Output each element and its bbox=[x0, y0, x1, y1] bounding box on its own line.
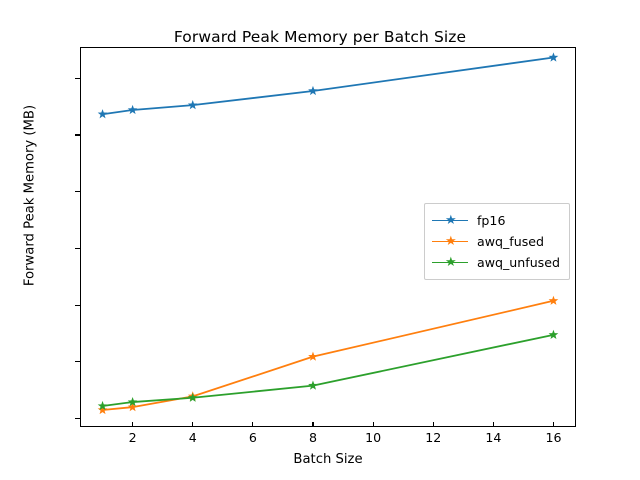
y-tick-mark bbox=[74, 77, 80, 79]
legend-label: fp16 bbox=[477, 213, 506, 228]
x-tick-mark bbox=[252, 421, 254, 427]
legend-star-icon: ★ bbox=[445, 212, 457, 228]
x-tick-mark bbox=[492, 421, 494, 427]
legend-star-icon: ★ bbox=[445, 254, 457, 270]
legend-line-icon bbox=[432, 219, 468, 222]
legend-line-icon bbox=[432, 261, 468, 264]
x-tick-label: 4 bbox=[188, 430, 197, 445]
legend-line-icon bbox=[432, 240, 468, 243]
y-tick-mark bbox=[74, 247, 80, 249]
legend-swatch-fp16: ★ bbox=[432, 212, 468, 228]
y-tick-mark bbox=[74, 134, 80, 136]
chart-legend: ★ fp16 ★ awq_fused ★ awq_unfused bbox=[424, 203, 570, 280]
x-tick-mark bbox=[372, 421, 374, 427]
x-tick-mark bbox=[432, 421, 434, 427]
x-tick-label: 14 bbox=[485, 430, 502, 445]
legend-swatch-awq_unfused: ★ bbox=[432, 254, 468, 270]
y-tick-mark bbox=[74, 304, 80, 306]
x-tick-label: 12 bbox=[425, 430, 442, 445]
x-axis-label: Batch Size bbox=[293, 452, 363, 467]
x-tick-label: 8 bbox=[308, 430, 317, 445]
y-tick-mark bbox=[74, 361, 80, 363]
x-tick-mark bbox=[192, 421, 194, 427]
legend-item-awq_fused[interactable]: ★ awq_fused bbox=[432, 231, 560, 252]
x-tick-label: 16 bbox=[545, 430, 562, 445]
legend-item-fp16[interactable]: ★ fp16 bbox=[432, 210, 560, 231]
legend-label: awq_fused bbox=[477, 234, 545, 249]
x-tick-mark bbox=[312, 421, 314, 427]
x-tick-label: 2 bbox=[128, 430, 137, 445]
y-axis-label: Forward Peak Memory (MB) bbox=[22, 104, 38, 287]
y-tick-mark bbox=[74, 417, 80, 420]
x-tick-label: 10 bbox=[365, 430, 382, 445]
y-tick-mark bbox=[74, 191, 80, 193]
legend-label: awq_unfused bbox=[477, 255, 560, 270]
chart-title: Forward Peak Memory per Batch Size bbox=[173, 28, 467, 46]
legend-swatch-awq_fused: ★ bbox=[432, 233, 468, 249]
x-tick-mark bbox=[132, 421, 134, 427]
legend-item-awq_unfused[interactable]: ★ awq_unfused bbox=[432, 252, 560, 273]
legend-star-icon: ★ bbox=[445, 233, 457, 249]
x-tick-label: 6 bbox=[248, 430, 257, 445]
x-tick-mark bbox=[552, 421, 555, 427]
